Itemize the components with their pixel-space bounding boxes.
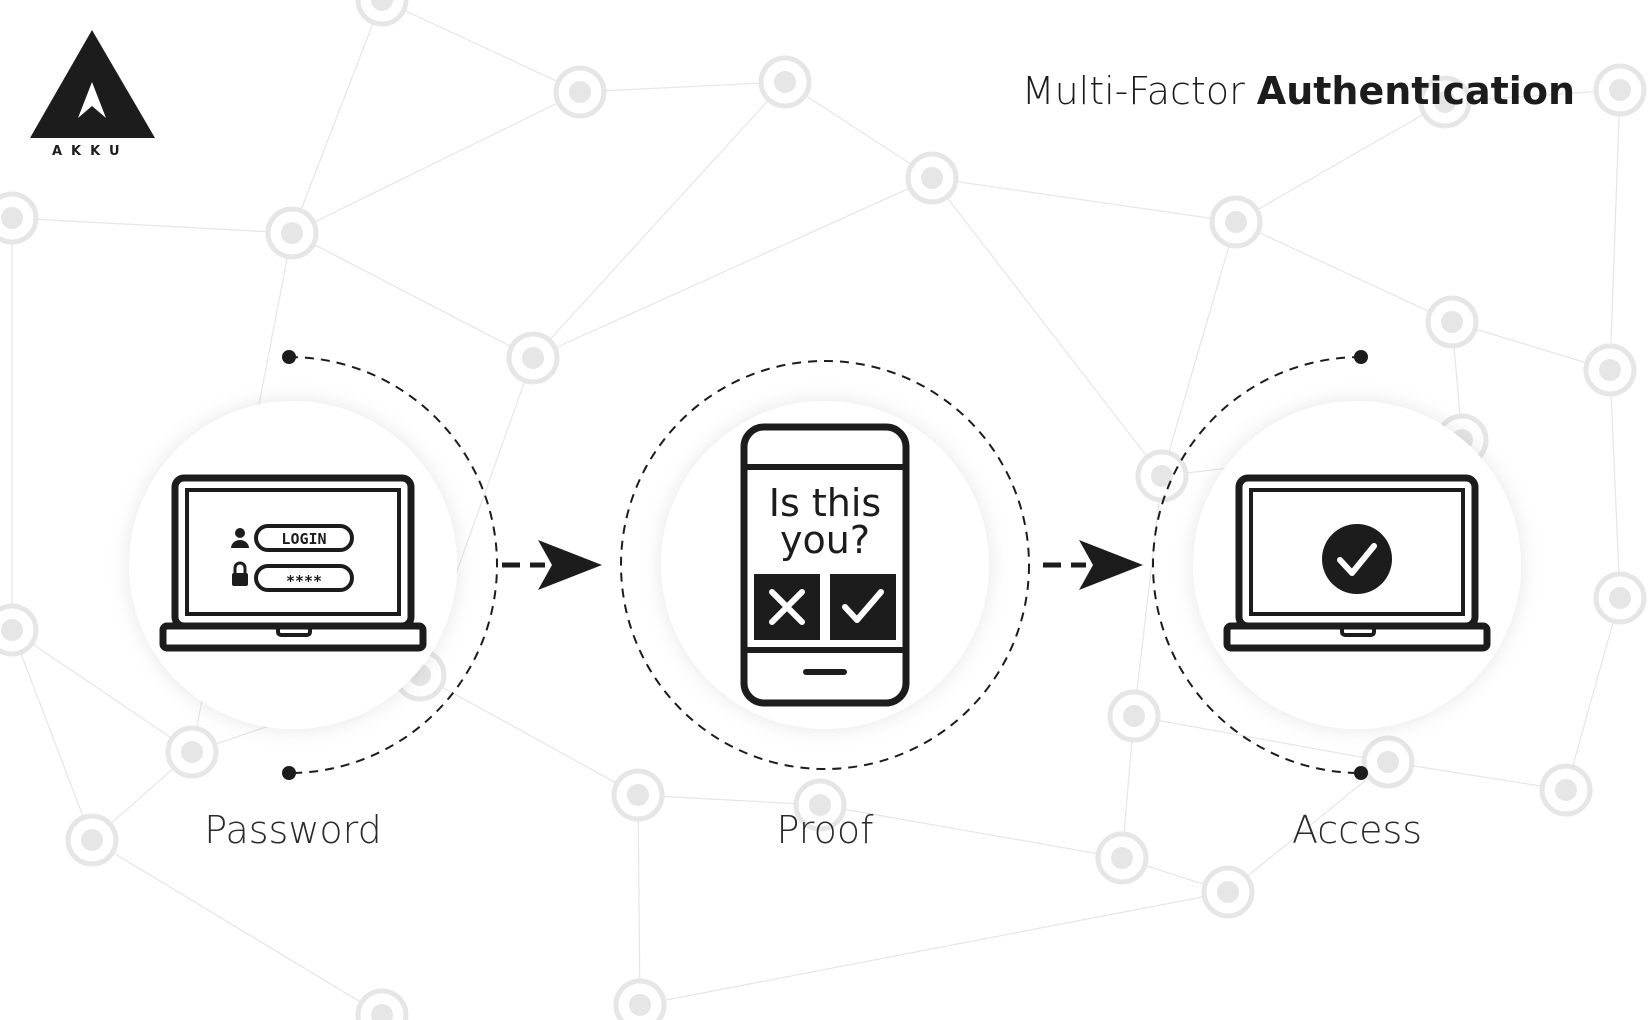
password-field-mask: **** <box>286 572 322 590</box>
network-line <box>931 177 1237 223</box>
phone-confirm-icon: Is this you? <box>740 423 910 707</box>
network-line <box>637 794 641 1006</box>
network-line <box>1444 89 1621 103</box>
network-line <box>819 804 1123 859</box>
network-node-core <box>1434 91 1456 113</box>
password-dashed-arc <box>288 356 498 774</box>
check-icon <box>1337 543 1377 576</box>
network-node <box>355 0 409 27</box>
arc-end-dot <box>282 766 296 780</box>
network-node-core <box>1217 881 1239 903</box>
arc-end-dot <box>1354 350 1368 364</box>
network-node-core <box>921 167 943 189</box>
network-line <box>1133 475 1163 717</box>
network-node-core <box>1123 705 1145 727</box>
network-node-core <box>1 207 23 229</box>
network-node-core <box>522 347 544 369</box>
proof-prompt-line2: you? <box>780 518 870 562</box>
network-line <box>1565 597 1621 791</box>
network-line <box>1235 221 1453 323</box>
laptop-check-icon <box>1223 474 1491 652</box>
network-node-core <box>181 741 203 763</box>
network-node-core <box>1609 79 1631 101</box>
network-line <box>291 91 581 234</box>
network-node-core <box>627 784 649 806</box>
network-node-core <box>569 81 591 103</box>
step-label-password: Password <box>204 808 382 852</box>
network-line <box>1609 89 1621 371</box>
network-node-core <box>1377 751 1399 773</box>
network-node-core <box>1555 779 1577 801</box>
network-node-core <box>1609 587 1631 609</box>
check-icon <box>842 589 884 623</box>
proof-badge <box>661 401 989 729</box>
network-line <box>532 177 933 359</box>
title-light: Multi-Factor <box>1022 69 1257 113</box>
network-line <box>532 81 786 359</box>
arc-end-dot <box>282 350 296 364</box>
network-line <box>931 177 1163 477</box>
network-node-core <box>81 829 103 851</box>
network-line <box>1235 101 1446 223</box>
login-field <box>254 524 354 552</box>
network-line <box>11 629 93 841</box>
network-line <box>291 232 534 359</box>
network-node-core <box>809 794 831 816</box>
network-node-core <box>371 0 393 11</box>
network-node-core <box>281 222 303 244</box>
network-line <box>639 891 1229 1006</box>
step-label-access: Access <box>1292 808 1422 852</box>
approve-button <box>830 574 896 640</box>
network-line <box>1161 221 1237 477</box>
network-line <box>1387 761 1567 791</box>
arrow-password-to-proof <box>502 540 602 590</box>
arrow-proof-to-access <box>1043 540 1143 590</box>
network-node-core <box>1111 847 1133 869</box>
network-node-core <box>1151 465 1173 487</box>
network-line <box>1227 761 1389 893</box>
network-node-core <box>629 994 651 1016</box>
password-field <box>254 564 354 592</box>
network-line <box>11 629 193 753</box>
brand-name: AKKU <box>52 144 129 159</box>
network-line <box>637 794 821 806</box>
phone-home-bar <box>803 669 847 675</box>
arrow-head-icon <box>538 540 602 590</box>
proof-dashed-ring <box>620 360 1030 770</box>
network-line <box>291 0 383 234</box>
network-node-core <box>1599 359 1621 381</box>
network-line <box>579 81 786 93</box>
close-icon <box>769 589 805 625</box>
network-node-core <box>774 71 796 93</box>
proof-prompt-line1: Is this <box>769 481 881 525</box>
network-node-core <box>1441 311 1463 333</box>
network-line <box>91 839 383 1016</box>
user-icon <box>231 528 249 548</box>
page-title: Multi-Factor Authentication <box>1022 69 1575 113</box>
akku-logo: AKKU <box>30 30 155 159</box>
network-line <box>1133 715 1389 763</box>
network-node-core <box>1225 211 1247 233</box>
network-line <box>1609 369 1621 599</box>
network-node-core <box>371 1004 393 1020</box>
check-circle-icon <box>1322 524 1392 594</box>
network-line <box>11 217 293 234</box>
title-bold: Authentication <box>1257 69 1575 113</box>
network-line <box>381 0 581 93</box>
access-dashed-arc <box>1152 356 1362 774</box>
step-label-proof: Proof <box>777 808 875 852</box>
login-field-text: LOGIN <box>281 530 326 548</box>
arc-end-dot <box>1354 766 1368 780</box>
arrow-head-icon <box>1079 540 1143 590</box>
network-node-core <box>1 619 23 641</box>
lock-icon <box>232 561 248 586</box>
network-line <box>1451 321 1611 371</box>
network-line <box>419 674 639 796</box>
laptop-login-icon: LOGIN **** <box>159 474 427 652</box>
network-line <box>784 81 933 179</box>
